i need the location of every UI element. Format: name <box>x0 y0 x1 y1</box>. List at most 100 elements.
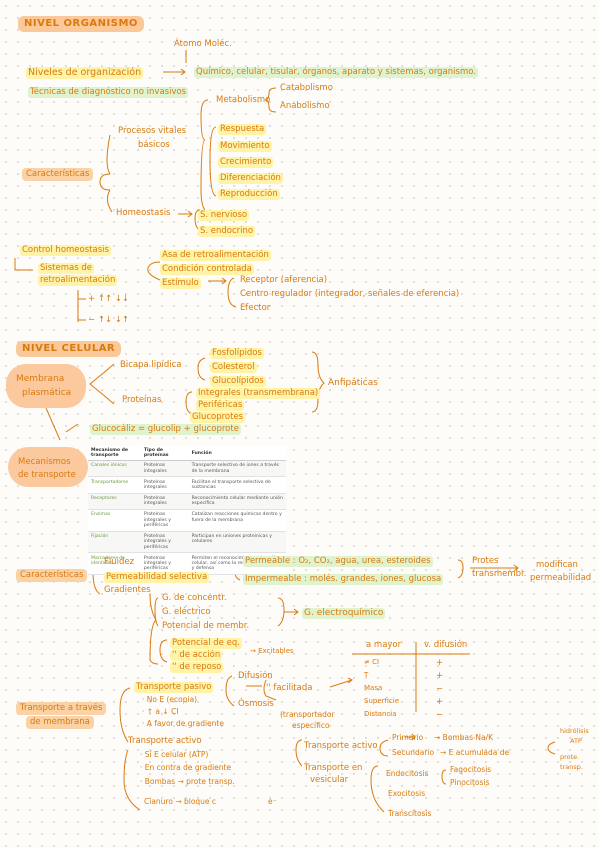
difusion-factor: T <box>364 671 369 679</box>
pasivo-label: Transporte pasivo <box>134 682 214 693</box>
niveles-label: Niveles de organización <box>26 67 144 79</box>
g-electroquimico-label: G. electroquímico <box>302 608 386 619</box>
prote-label: prote. <box>560 753 580 761</box>
g-electrico-label: G. eléctrico <box>162 607 211 617</box>
exocitosis-label: Exocitosis <box>388 789 426 798</box>
transmembr-label: transmembr. <box>472 569 527 579</box>
s-endocrino-label: S. endocrino <box>198 226 256 237</box>
table-cell: Enzimas <box>88 509 141 532</box>
table-cell: Facilitan el transporte selectivo de sus… <box>188 476 286 494</box>
proteinas-label: Proteínas <box>122 395 162 405</box>
table-cell: Fijación <box>88 531 141 554</box>
atomo-label: Átomo Moléc. <box>174 39 232 49</box>
membrana-label: Membrana <box>16 374 65 384</box>
table-header-row: Mecanismo de transporte Tipo de proteína… <box>88 446 286 461</box>
gradientes-label: Gradientes <box>104 585 151 595</box>
table-cell: Proteínas integrales <box>140 460 189 478</box>
endocitosis-label: Endocitosis <box>386 769 429 778</box>
plasmatica-label: plasmática <box>22 388 72 398</box>
bicapa-label: Bicapa lipídica <box>120 360 182 370</box>
table-cell: Transportadores <box>88 476 141 494</box>
table-cell: Proteínas integrales <box>140 476 189 494</box>
secundario-label: Secundario <box>392 748 435 757</box>
fluidez-label: Fluidez <box>104 557 135 567</box>
table-cell: Reconocimiento celular mediante unión es… <box>188 493 286 511</box>
colesterol-label: Colesterol <box>210 362 257 373</box>
transp-label: transp. <box>560 763 583 771</box>
anabolismo-label: Anabolismo <box>280 101 330 111</box>
a-favor-ci-label: · ↑ a ↓ CI <box>142 707 179 716</box>
sistemas-label: Sistemas de <box>38 263 94 274</box>
pot-accion-label: '' de acción <box>170 650 223 661</box>
procesos-label: Procesos vitales <box>118 126 187 136</box>
g-concentr-label: G. de concentr. <box>162 593 227 603</box>
fagocitosis-label: Fagocitosis <box>450 765 492 774</box>
difusion-label: Difusión <box>238 671 273 681</box>
transport-mechanisms-table: Mecanismo de transporte Tipo de proteína… <box>88 446 286 575</box>
respuesta-label: Respuesta <box>218 124 267 135</box>
receptor-label: Receptor (aferencia) <box>240 275 328 285</box>
de-transporte-label: de transporte <box>18 470 76 480</box>
reproduccion-label: Reproducción <box>218 189 280 200</box>
s-nervioso-label: S. nervioso <box>198 210 250 221</box>
potencial-label: Potencial de membr. <box>162 621 250 631</box>
mecanismos-label: Mecanismos <box>18 457 71 467</box>
basicos-label: básicos <box>138 140 170 150</box>
bombas-nak-label: → Bombas Na/K <box>434 733 494 742</box>
e-acumulada-label: → E acumulada de <box>440 748 510 757</box>
pot-eq-label: Potencial de eq. <box>170 638 242 649</box>
especifico-label: específico <box>292 721 330 730</box>
section-title-organismo: NIVEL ORGANISMO <box>18 16 144 32</box>
section-title-celular: NIVEL CELULAR <box>16 341 122 357</box>
diferenciacion-label: Diferenciación <box>218 173 283 184</box>
cianuro-label: Cianuro → bloque c <box>144 797 217 806</box>
a-mayor-header: a mayor <box>366 640 402 650</box>
homeostasis-label: Homeostasis <box>116 208 171 218</box>
catabolismo-label: Catabolismo <box>280 83 333 93</box>
table-row: Canales iónicos Proteínas integrales Tra… <box>88 460 286 478</box>
highlight-mecanismos <box>8 447 88 487</box>
niveles-list: Químico, celular, tisular, órganos, apar… <box>194 67 478 78</box>
difusion-sign: − <box>436 710 444 720</box>
feedback-negative: − ↑↓ ↓↑ <box>88 315 130 325</box>
impermeable-label: Impermeable : molés. grandes, iones, glu… <box>243 574 444 585</box>
pinocitosis-label: Pinocitosis <box>450 778 490 787</box>
permeabilidad2-label: permeabilidad <box>530 573 592 583</box>
table-row: Receptores Proteínas integrales Reconoci… <box>88 493 286 511</box>
difusion-factor: Superficie <box>364 697 400 705</box>
efector-label: Efector <box>240 303 271 313</box>
en-contra-label: · En contra de gradiente <box>140 763 232 772</box>
table-cell: Proteínas integrales y periféricas <box>140 509 189 532</box>
ta-activo-label: Transporte activo <box>304 741 378 751</box>
osmosis-label: Ósmosis <box>238 699 274 709</box>
permeable-label: Permeable : O₂, CO₂, agua, urea, esteroi… <box>243 556 433 567</box>
retro-label: retroalimentación <box>38 275 118 286</box>
transcitosis-label: Transcitosis <box>388 809 432 818</box>
table-row: Transportadores Proteínas integrales Fac… <box>88 476 286 494</box>
a-favor-label: · A favor de gradiente <box>142 719 224 728</box>
table-header-cell: Mecanismo de transporte <box>88 446 141 461</box>
difusion-factor: Distancia <box>364 710 397 718</box>
perifericas-label: Periféricas <box>196 400 245 411</box>
modifican-label: modifican <box>536 560 578 570</box>
difusion-sign: − <box>436 684 444 694</box>
fosfolipidos-label: Fosfolípidos <box>210 348 264 359</box>
table-cell: Receptores <box>88 493 141 511</box>
vesicular-label: vesicular <box>310 775 349 785</box>
difusion-factor: Masa <box>364 684 383 692</box>
t-vesicular-label: Transporte en <box>304 763 363 773</box>
pot-reposo-label: '' de reposo <box>170 662 224 673</box>
asa-label: Asa de retroalimentación <box>160 250 271 261</box>
table-cell: Canales iónicos <box>88 460 141 478</box>
table-cell: Catalizan reacciones químicas dentro y f… <box>188 509 286 532</box>
table-cell: Transporte selectivo de iones a través d… <box>188 460 286 478</box>
caracteristicas-membrana-label: Características <box>16 569 88 582</box>
crecimiento-label: Crecimiento <box>218 157 274 168</box>
atp-label: ATP <box>570 737 582 745</box>
glucolipidos-label: Glucolípidos <box>210 376 266 387</box>
highlight-membrana <box>6 364 86 408</box>
anfipaticas-label: Anfipáticas <box>328 378 378 388</box>
facilitada-label: '' facilitada <box>266 683 313 693</box>
protes-label: Protes <box>472 556 499 566</box>
